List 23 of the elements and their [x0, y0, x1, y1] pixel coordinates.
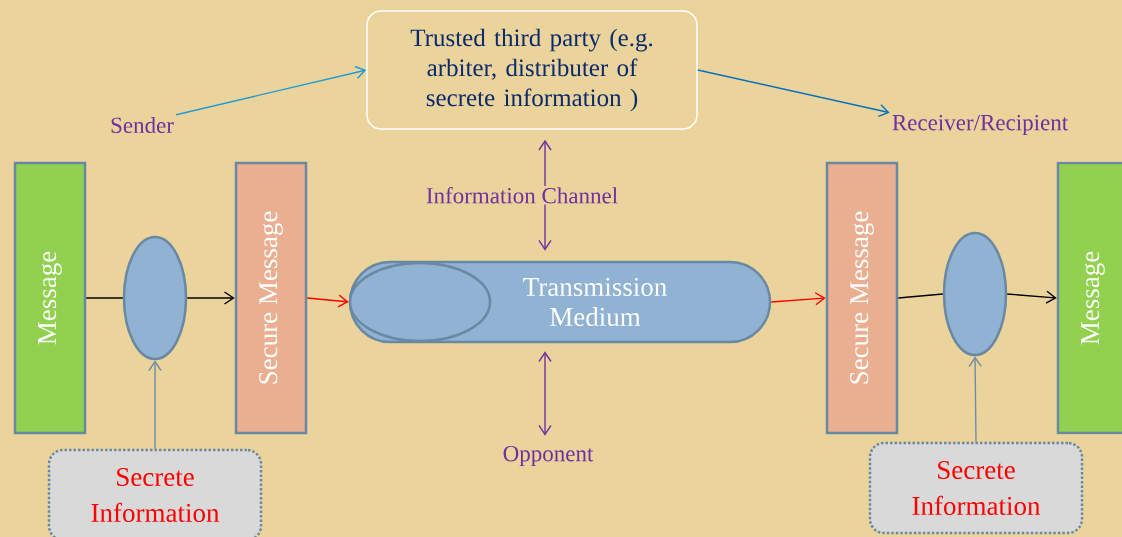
- transmission-cylinder: Transmission Medium: [348, 260, 772, 344]
- message-box: Message: [1056, 161, 1122, 435]
- arrow: [697, 69, 890, 118]
- secret-info-box: Secrete Information: [868, 441, 1084, 535]
- arrow: [770, 292, 826, 306]
- secure-message-box: Secure Message: [234, 161, 308, 435]
- arrow: [186, 291, 235, 305]
- edge-label: Information Channel: [424, 186, 620, 205]
- arrow: [306, 294, 349, 308]
- message-box: Message: [13, 161, 87, 435]
- role-label: Sender: [111, 116, 174, 134]
- secret-info-box: Secrete Information: [47, 448, 263, 537]
- secure-message-box: Secure Message: [825, 161, 899, 435]
- arrow: [175, 65, 367, 116]
- arrow: [538, 351, 552, 436]
- role-label: Receiver/Recipient: [892, 114, 1069, 136]
- key-ellipse: [942, 231, 1008, 357]
- arrow: [1006, 290, 1057, 304]
- arrow: [968, 356, 982, 443]
- role-label: Opponent: [503, 445, 594, 467]
- arrow: [148, 360, 162, 450]
- trusted-party-box: Trusted third party (e.g. arbiter, distributer of secrete information ): [366, 10, 698, 130]
- key-ellipse: [122, 235, 188, 361]
